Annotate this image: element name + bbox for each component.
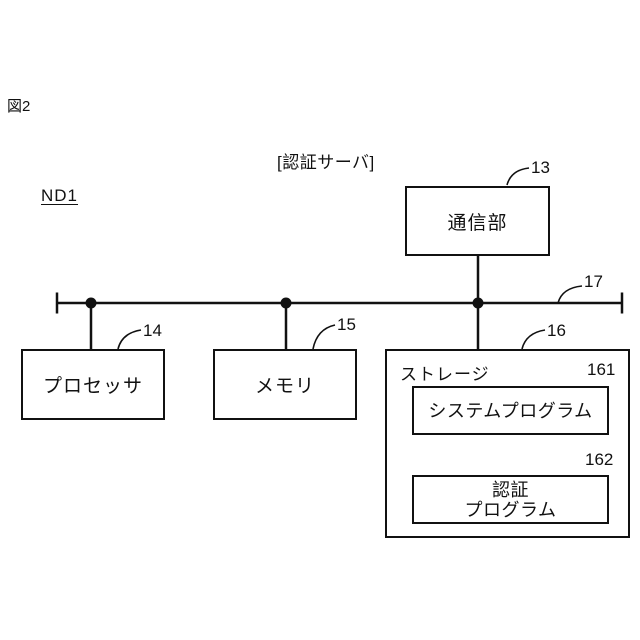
node-id-label: ND1 xyxy=(41,186,79,205)
processor-box: プロセッサ xyxy=(21,349,165,420)
ref-numeral-17: 17 xyxy=(584,272,603,291)
processor-label: プロセッサ xyxy=(42,376,143,397)
ref-numeral-16: 16 xyxy=(547,321,566,340)
leader-line-15 xyxy=(312,324,336,350)
ref-numeral-14: 14 xyxy=(143,321,162,340)
communication-unit-label: 通信部 xyxy=(447,212,508,234)
system-program-label: システムプログラム xyxy=(428,400,593,421)
auth-program-label-line2: プログラム xyxy=(464,499,557,520)
system-program-box: システムプログラム xyxy=(412,386,609,435)
ref-numeral-162: 162 xyxy=(585,450,614,469)
storage-box: ストレージ システムプログラム 認証 プログラム xyxy=(385,349,630,538)
figure-number-label: 図2 xyxy=(7,98,31,115)
leader-line-16 xyxy=(521,329,546,350)
storage-label: ストレージ xyxy=(400,365,490,384)
bus-junction-dot-storage xyxy=(472,297,484,309)
auth-program-label-line1: 認証 xyxy=(492,479,529,500)
leader-line-13 xyxy=(506,167,530,186)
leader-line-14 xyxy=(117,329,142,350)
bus-junction-dot-memory xyxy=(280,297,292,309)
memory-box: メモリ xyxy=(213,349,357,420)
memory-label: メモリ xyxy=(254,376,315,397)
auth-program-box: 認証 プログラム xyxy=(412,475,609,524)
auth-program-label: 認証 プログラム xyxy=(465,480,557,520)
leader-line-17 xyxy=(557,285,583,304)
bus-junction-dot-processor xyxy=(85,297,97,309)
diagram-title: [認証サーバ] xyxy=(277,153,375,172)
ref-numeral-15: 15 xyxy=(337,315,356,334)
communication-unit-box: 通信部 xyxy=(405,186,550,256)
ref-numeral-13: 13 xyxy=(531,158,550,177)
ref-numeral-161: 161 xyxy=(587,360,616,379)
